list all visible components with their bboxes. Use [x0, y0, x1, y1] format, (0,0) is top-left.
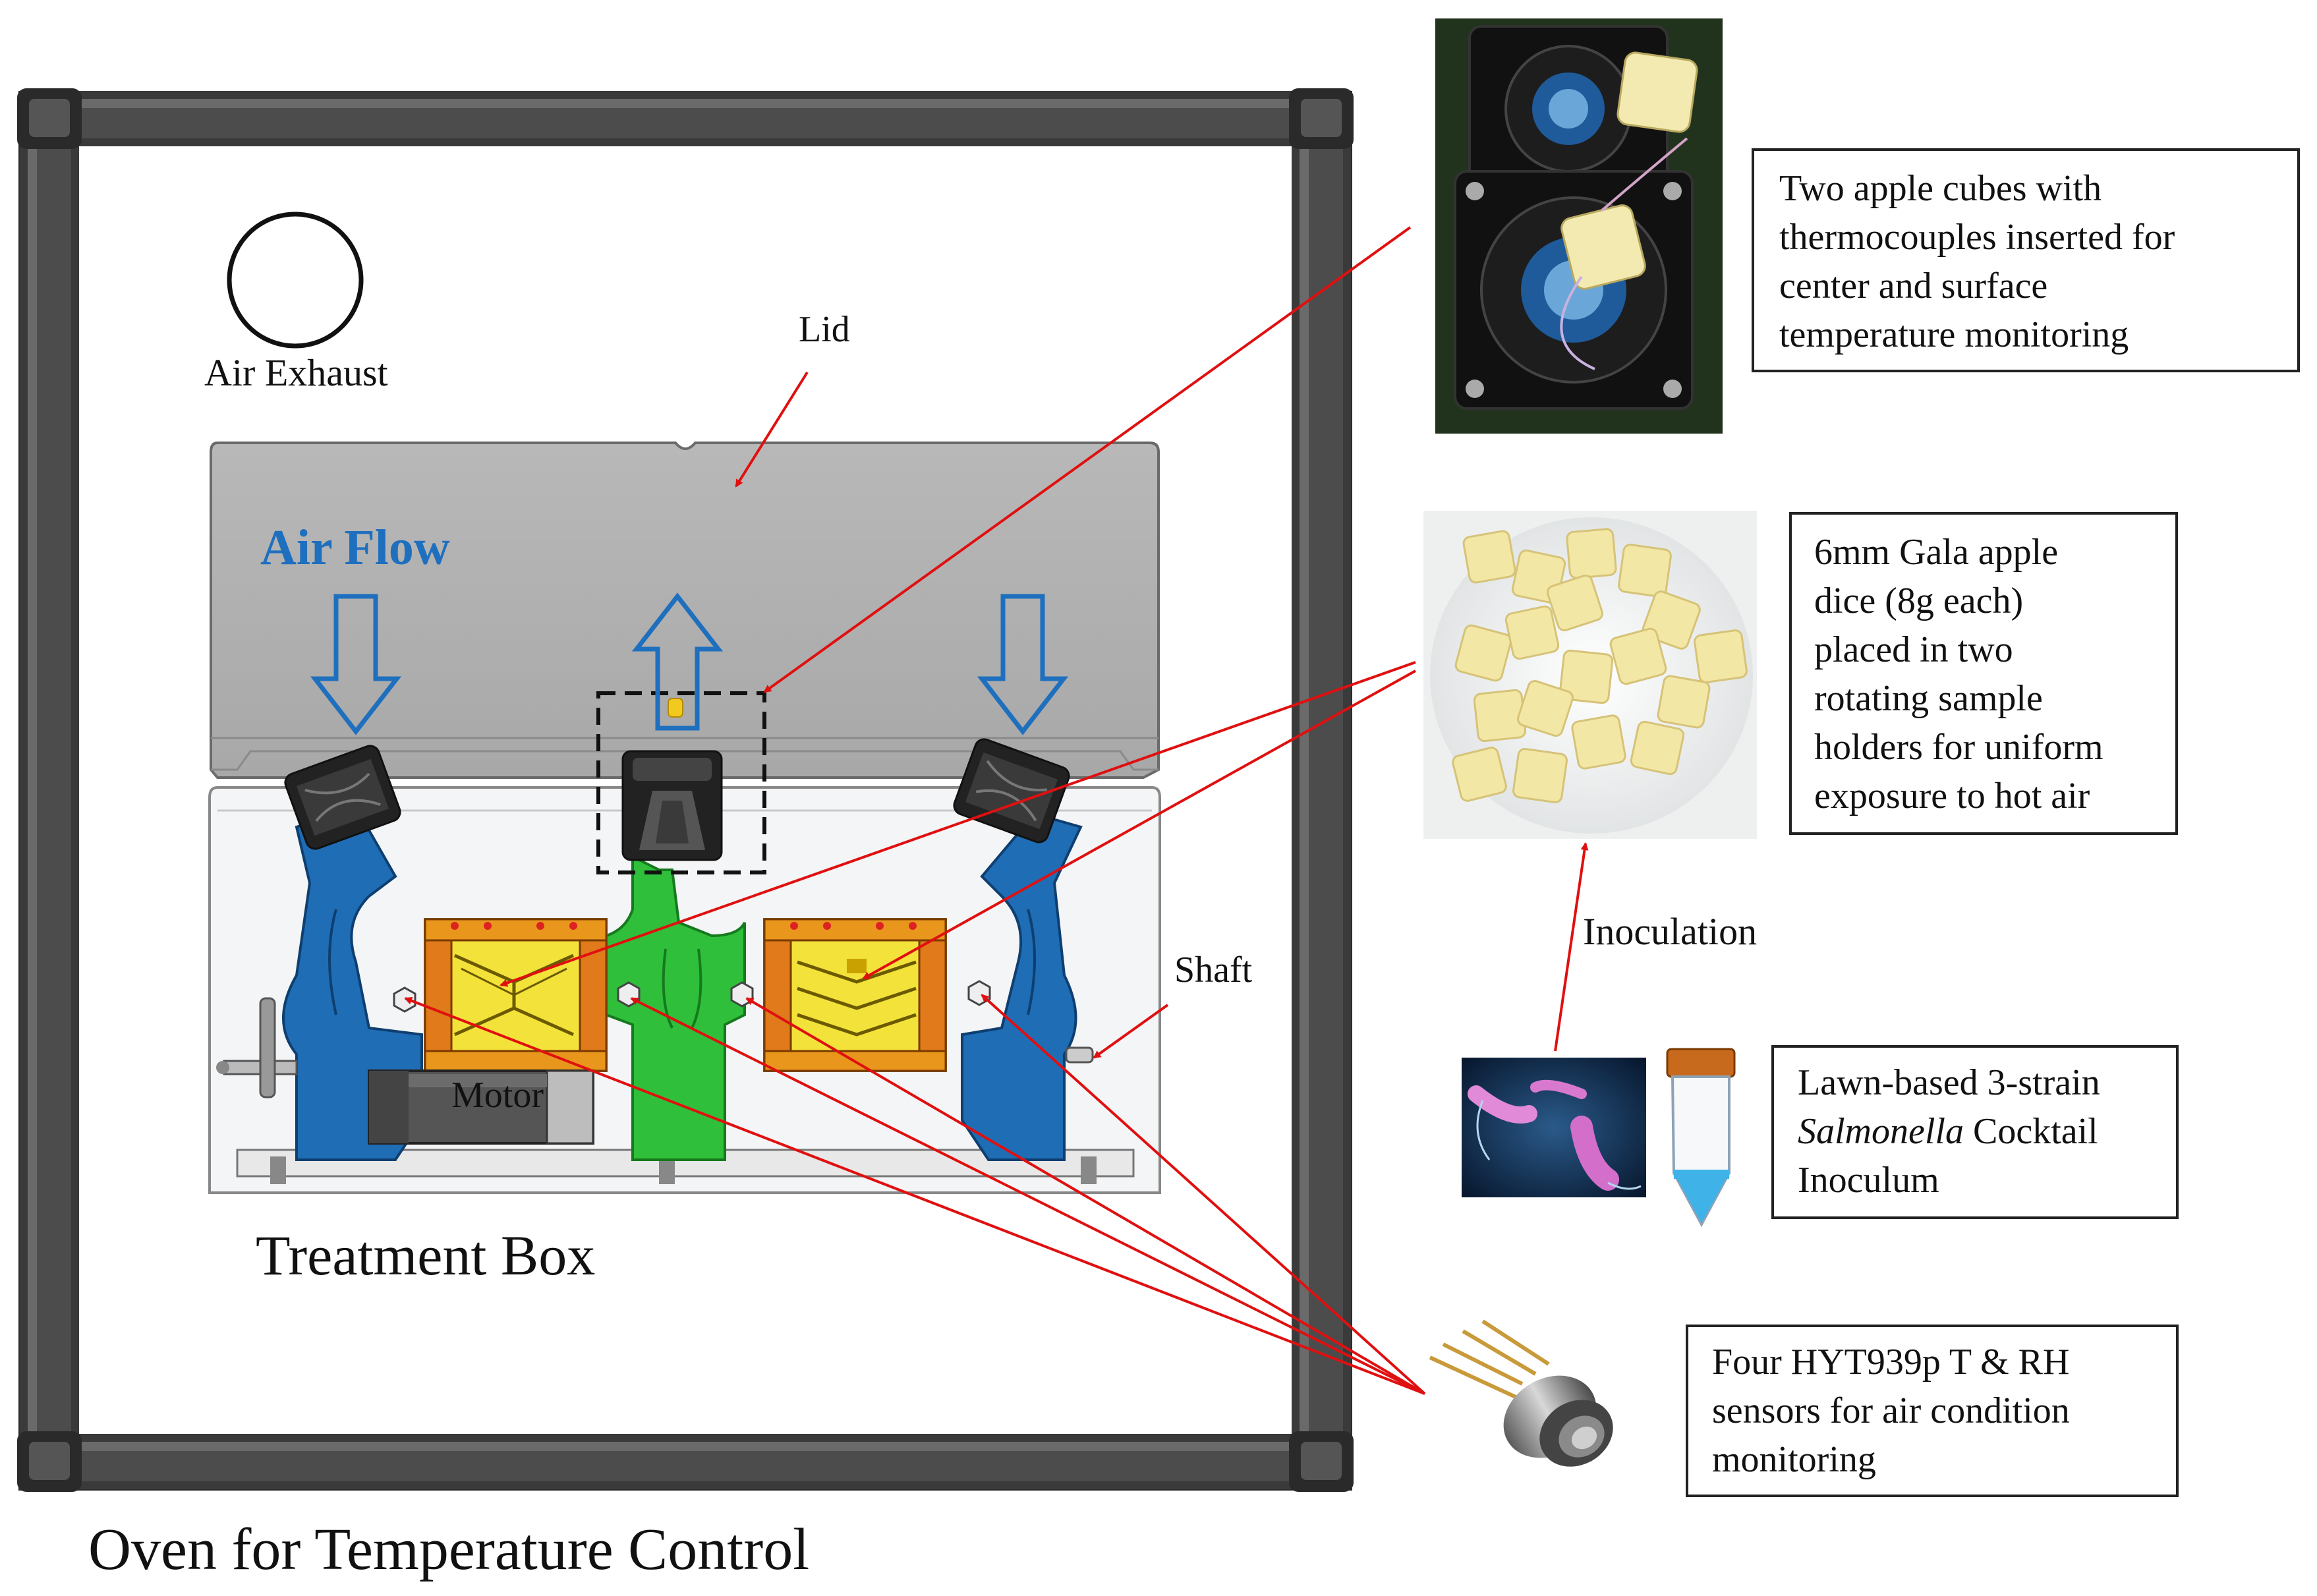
- air-flow-up-center-arrow: [631, 592, 724, 731]
- inoculum-callout-line-3: Inoculum: [1798, 1160, 1939, 1201]
- center-fan-highlight: [596, 691, 766, 874]
- air-exhaust-label: Air Exhaust: [204, 351, 388, 394]
- apple-dice-callout-line-6: exposure to hot air: [1814, 776, 2090, 816]
- sensor-image: [1429, 1319, 1613, 1467]
- apple-dice-callout-line-4: rotating sample: [1814, 678, 2043, 719]
- inoculation-arrow: [1554, 842, 1589, 1052]
- sensors-callout-line-3: monitoring: [1712, 1439, 1876, 1480]
- motor: [368, 1069, 594, 1145]
- sensor-pointer-2: [630, 997, 1425, 1395]
- oven-label: Oven for Temperature Control: [88, 1517, 810, 1582]
- thermocouple-callout-line-2: thermocouples inserted for: [1779, 217, 2175, 258]
- inoculation-label: Inoculation: [1583, 910, 1758, 953]
- lid-label: Lid: [799, 309, 850, 350]
- thermocouple-photo: [1435, 18, 1723, 434]
- thermocouple-callout: Two apple cubes with thermocouples inser…: [1752, 148, 2300, 372]
- inoculum-callout-line-2-rest: Cocktail: [1963, 1111, 2098, 1152]
- thermocouple-pointer: [763, 226, 1412, 693]
- bacteria-image: [1462, 1058, 1646, 1197]
- salmonella-italic: Salmonella: [1798, 1111, 1964, 1152]
- right-holder: [953, 738, 1094, 1161]
- apple-dice-callout-line-5: holders for uniform: [1814, 727, 2103, 768]
- shaft-pointer: [1093, 1004, 1169, 1059]
- sensor-pointer-1: [404, 997, 1425, 1395]
- apple-dice-pointer-1: [500, 661, 1416, 987]
- left-shaft-handle: [216, 997, 298, 1098]
- air-flow-arrows: [310, 592, 1069, 735]
- thermocouple-callout-line-1: Two apple cubes with: [1779, 168, 2102, 209]
- thermocouple-callout-line-4: temperature monitoring: [1779, 314, 2129, 355]
- air-exhaust-circle: [227, 212, 364, 349]
- sensors-callout-line-2: sensors for air condition: [1712, 1390, 2070, 1431]
- inoculum-callout-line-2: Salmonella Cocktail: [1798, 1107, 2176, 1156]
- air-flow-down-right-arrow: [977, 594, 1069, 735]
- annotation-lines: [404, 226, 1589, 1395]
- sensors-callout: Four HYT939p T & RH sensors for air cond…: [1686, 1325, 2179, 1497]
- treatment-box-label: Treatment Box: [256, 1224, 596, 1287]
- air-flow-down-left-arrow: [310, 594, 402, 735]
- right-sample-holder: [763, 918, 947, 1072]
- air-flow-label: Air Flow: [260, 520, 450, 575]
- sensor-pointer-4: [981, 994, 1426, 1395]
- thermocouple-callout-line-3: center and surface: [1779, 266, 2048, 306]
- apple-dice-photo: [1423, 511, 1757, 839]
- apple-dice-callout-line-3: placed in two: [1814, 629, 2013, 670]
- center-holder: [605, 750, 754, 1161]
- sensors-callout-line-1: Four HYT939p T & RH: [1712, 1342, 2070, 1382]
- shaft-label: Shaft: [1174, 950, 1253, 990]
- lid-pointer: [735, 371, 809, 488]
- inoculum-callout: Lawn-based 3-strain Salmonella Cocktail …: [1771, 1045, 2179, 1219]
- motor-label: Motor: [451, 1075, 544, 1116]
- apple-dice-callout-line-1: 6mm Gala apple: [1814, 532, 2059, 573]
- left-sample-holder: [424, 918, 608, 1072]
- inoculum-callout-line-1: Lawn-based 3-strain: [1798, 1062, 2100, 1103]
- test-tube-icon: [1666, 1048, 1736, 1228]
- center-apple-cube: [668, 698, 683, 718]
- apple-dice-pointer-2: [862, 670, 1416, 980]
- apple-dice-callout: 6mm Gala apple dice (8g each) placed in …: [1789, 512, 2178, 835]
- apple-dice-callout-line-2: dice (8g each): [1814, 581, 2024, 621]
- sensor-pointer-3: [745, 997, 1426, 1395]
